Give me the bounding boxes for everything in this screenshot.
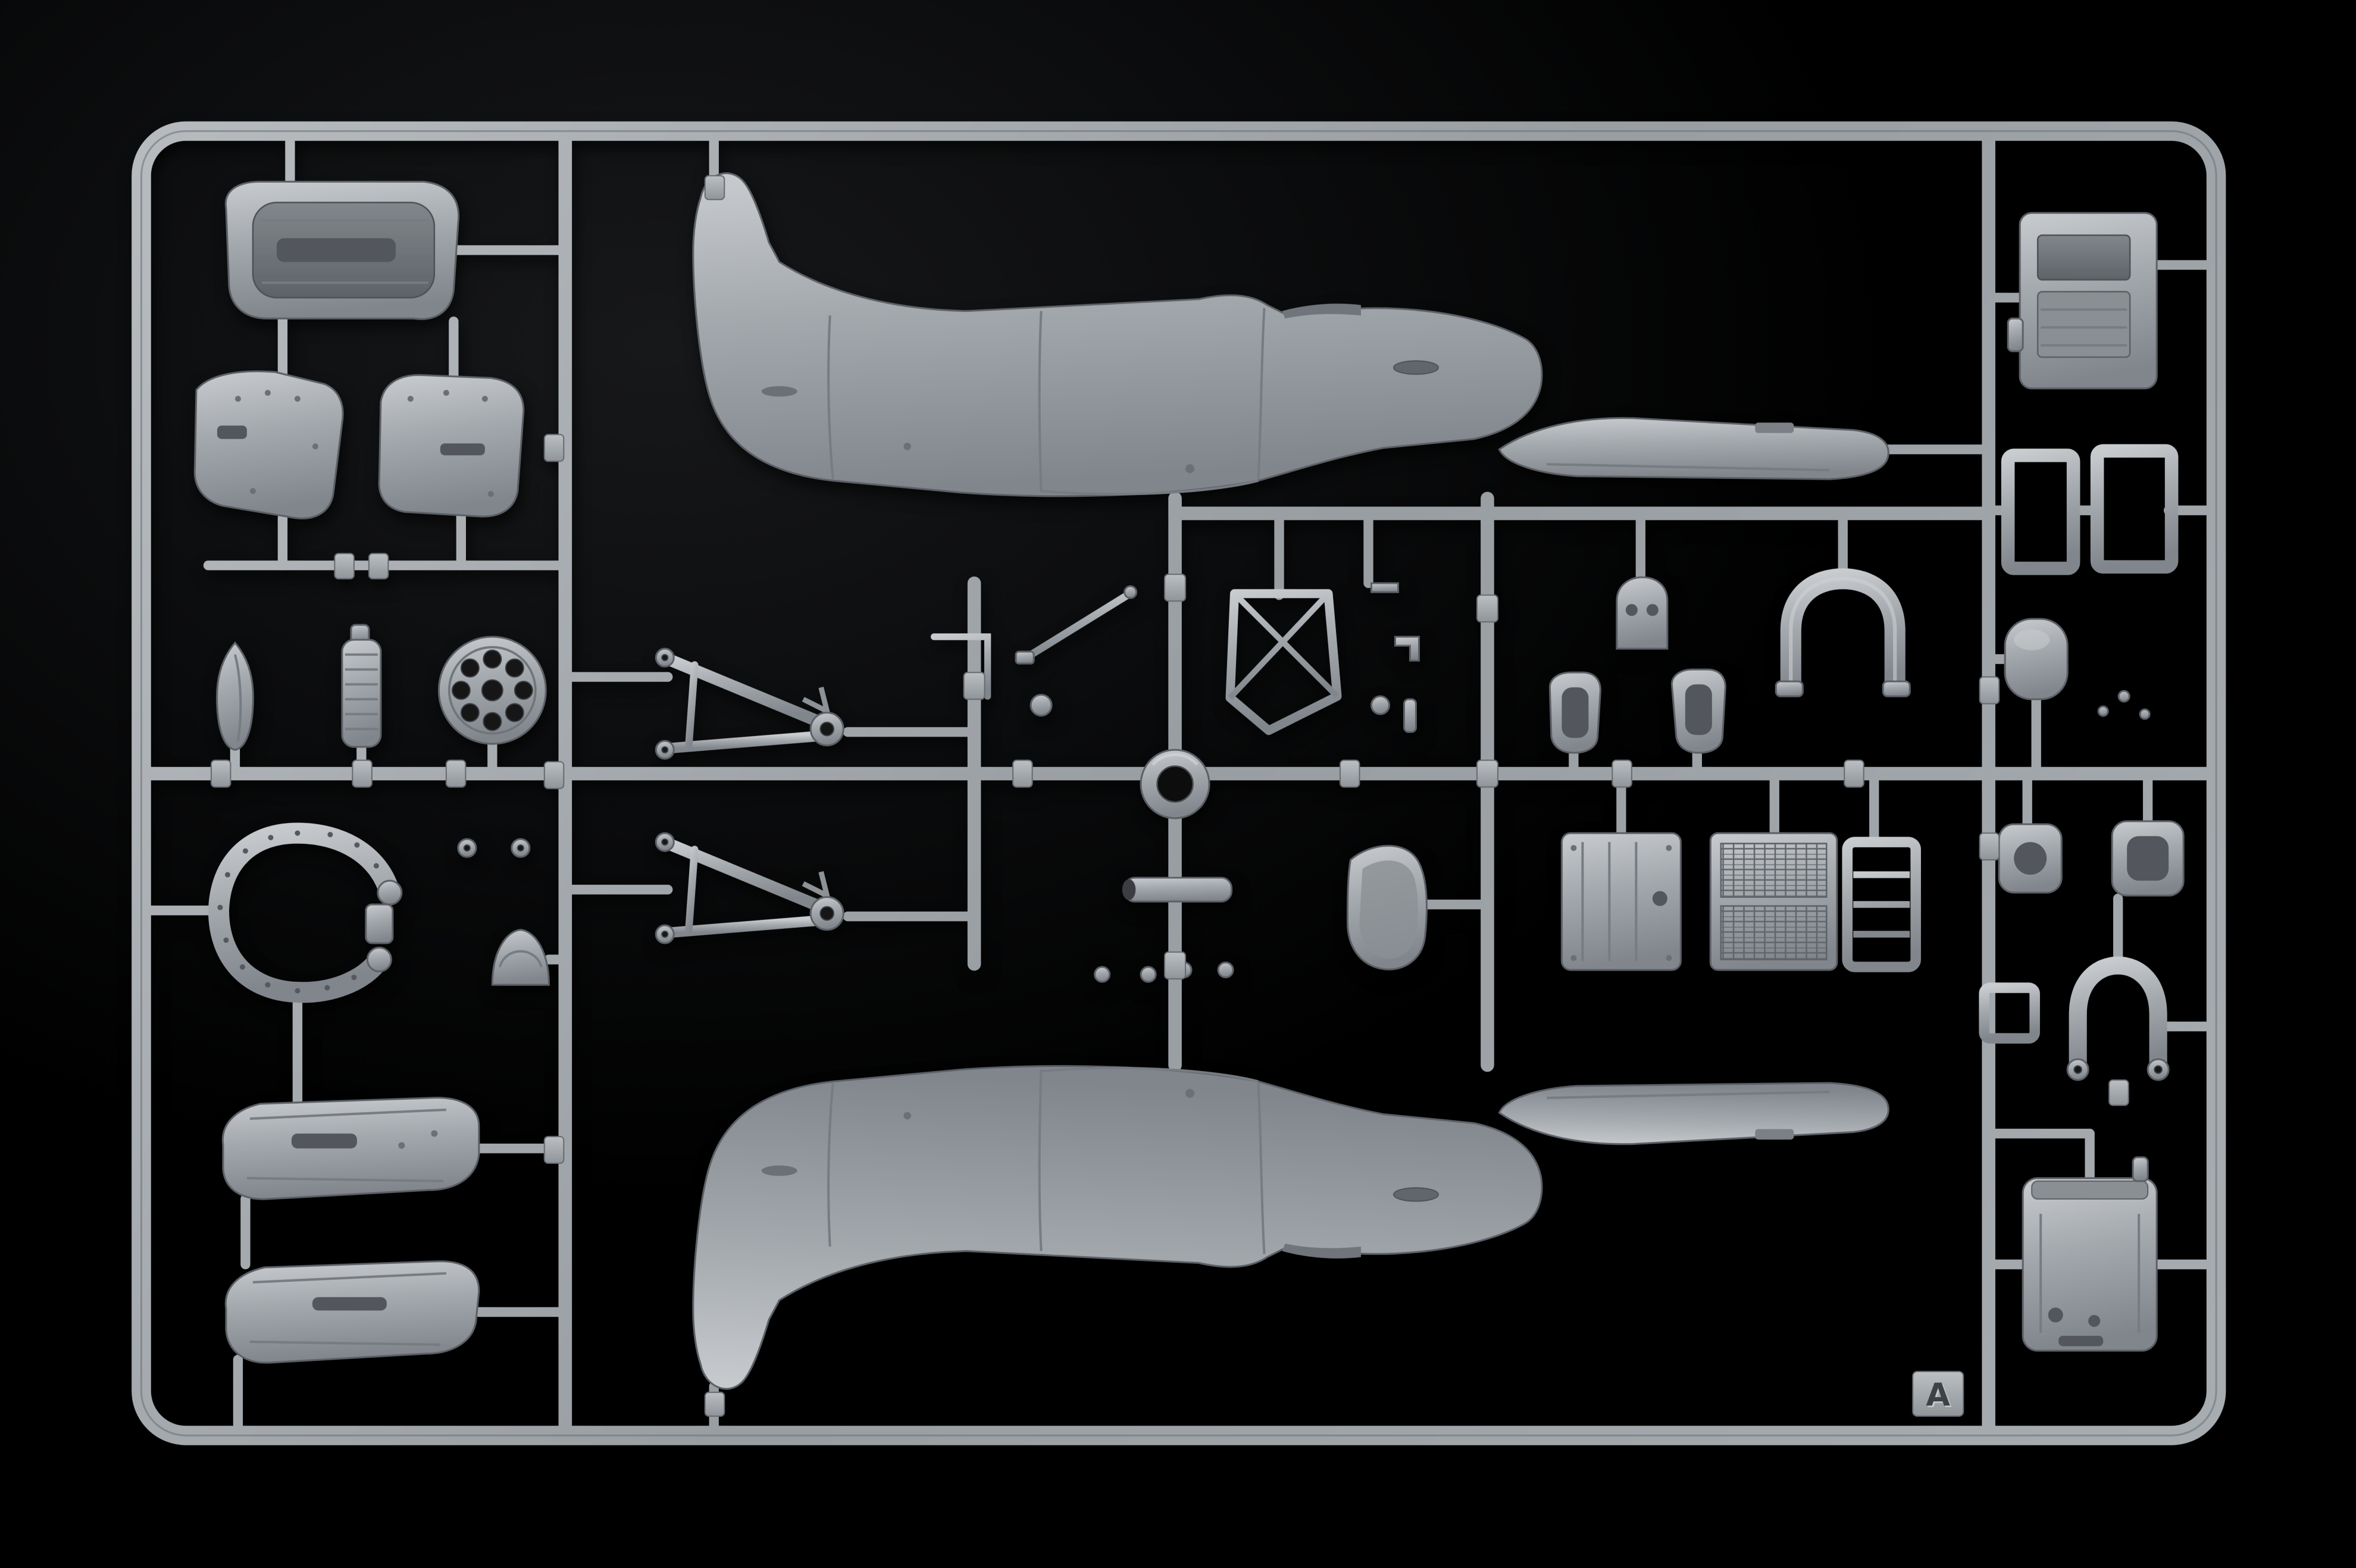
- engine-mount-frame: [208, 822, 403, 1003]
- right-center-parts: [1548, 568, 1921, 972]
- frame-ladder: [1842, 837, 1921, 972]
- carb-intake: [1122, 877, 1232, 903]
- wheel-hub: [437, 636, 547, 745]
- windscreen-frame: [1775, 568, 1911, 697]
- engine-cowling-top: [224, 180, 460, 320]
- pitot-tube: [930, 633, 991, 700]
- fuselage-half-upper: [692, 172, 1543, 497]
- center-ring: [1140, 749, 1210, 819]
- cowling-panel-left: [193, 370, 344, 519]
- window-frame-1: [2001, 448, 2080, 575]
- sprue-letter-plate: A A: [1912, 1370, 1964, 1417]
- small-cup-left: [1998, 823, 2063, 894]
- antenna-set: [2091, 690, 2169, 753]
- small-cup-right: [2111, 820, 2185, 897]
- spinner-backplate: [215, 641, 254, 751]
- landing-gear-strut-upper: [656, 649, 868, 759]
- cowling-panel-lower-rear: [224, 1260, 480, 1364]
- instrument-panel: [1616, 576, 1669, 650]
- tailwheel-yoke: [2066, 956, 2170, 1081]
- dome-fairing: [491, 928, 550, 986]
- linkage-bar: [457, 838, 531, 858]
- intake-scoop-left: [1548, 671, 1601, 754]
- part-number-tabs: [210, 175, 2129, 1417]
- cowling-panel-right: [378, 374, 525, 518]
- wing-root-fairing-upper: [1498, 417, 1890, 481]
- cowling-panel-lower-front: [221, 1097, 480, 1200]
- small-bracket-set: [1370, 582, 1420, 738]
- landing-gear-strut-lower: [656, 833, 868, 943]
- access-hatch: [2007, 212, 2158, 390]
- ribbed-housing: [341, 624, 382, 748]
- intake-scoop-right: [1670, 668, 1726, 754]
- radio-rack: [1225, 589, 1342, 736]
- cockpit-door: [1560, 832, 1682, 971]
- wing-root-fairing-lower: [1498, 1081, 1890, 1146]
- right-column-parts: [1979, 212, 2185, 1352]
- oval-fairing: [2004, 618, 2069, 700]
- sprue-letter: A: [1926, 1377, 1950, 1413]
- left-column-parts: [193, 180, 550, 1364]
- radiator-housing: [2022, 1156, 2158, 1352]
- aerial-mast: [1015, 585, 1138, 665]
- dumbbell-parts: [1094, 961, 1234, 983]
- fuselage-half-lower: [692, 1065, 1543, 1390]
- square-frame: [1979, 982, 2040, 1044]
- center-parts: [656, 172, 1890, 1390]
- pilot-seat: [1346, 844, 1428, 971]
- sprue-letter-shadow: A: [1928, 1379, 1952, 1415]
- window-frame-2: [2090, 444, 2179, 574]
- radiator-core: [1709, 832, 1838, 971]
- control-rod: [1030, 694, 1053, 796]
